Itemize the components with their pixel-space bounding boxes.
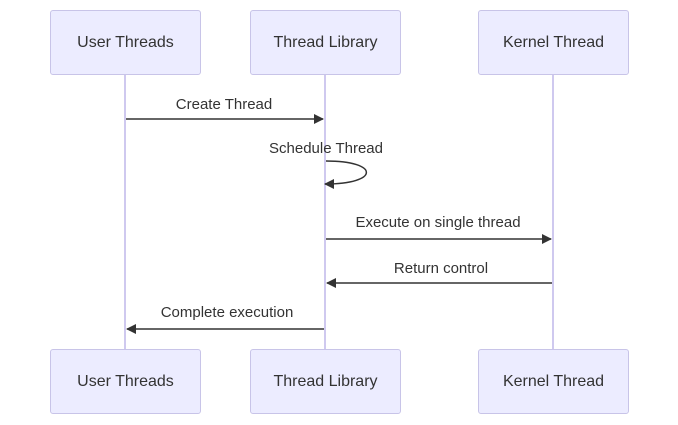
participant-user-bottom: User Threads	[50, 349, 201, 414]
participant-kernel-top: Kernel Thread	[478, 10, 629, 75]
message-label-execute: Execute on single thread	[355, 214, 521, 231]
message-label-create-thread: Create Thread	[175, 96, 273, 113]
participant-lib-bottom: Thread Library	[250, 349, 401, 414]
participant-lib-top: Thread Library	[250, 10, 401, 75]
participant-kernel-bottom: Kernel Thread	[478, 349, 629, 414]
message-label-schedule-thread: Schedule Thread	[269, 140, 383, 157]
message-label-complete-execution: Complete execution	[160, 304, 294, 321]
message-arrow-schedule-thread	[324, 160, 368, 189]
message-label-return-control: Return control	[393, 260, 489, 277]
participant-user-top: User Threads	[50, 10, 201, 75]
